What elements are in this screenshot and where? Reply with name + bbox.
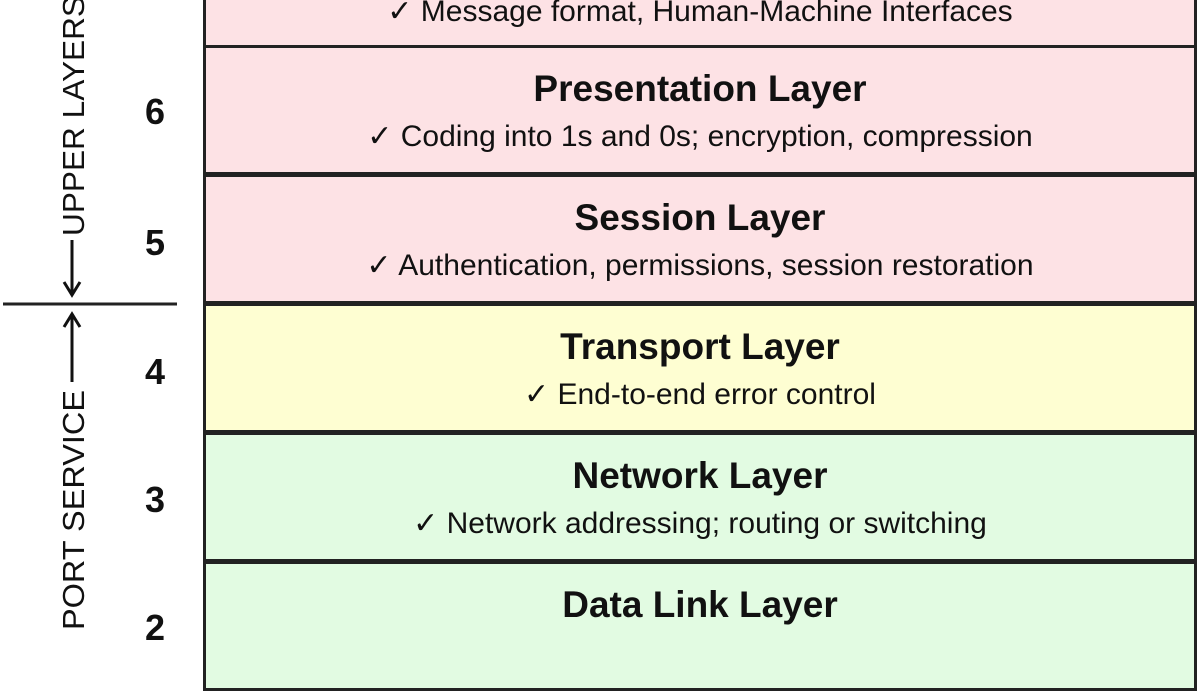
data-link-layer-title: Data Link Layer bbox=[562, 584, 838, 625]
presentation-layer-title: Presentation Layer bbox=[533, 68, 867, 109]
transport-service-label: PORT SERVICE bbox=[56, 390, 91, 630]
network-layer-row: Network Layer ✓ Network addressing; rout… bbox=[203, 432, 1197, 562]
layer-number-4: 4 bbox=[144, 351, 166, 392]
arrow-down-icon bbox=[62, 281, 82, 298]
network-layer-title: Network Layer bbox=[572, 455, 828, 496]
application-layer-description: ✓ Message format, Human-Machine Interfac… bbox=[387, 0, 1013, 28]
application-layer-row: ✓ Message format, Human-Machine Interfac… bbox=[203, 0, 1197, 48]
transport-layer-title: Transport Layer bbox=[560, 326, 840, 367]
osi-layer-stack: ✓ Message format, Human-Machine Interfac… bbox=[203, 0, 1197, 691]
transport-layer-description: ✓ End-to-end error control bbox=[524, 378, 876, 411]
upper-layers-label: UPPER LAYERS bbox=[56, 0, 91, 236]
layer-number-2: 2 bbox=[144, 607, 166, 648]
layer-number-5: 5 bbox=[144, 222, 166, 263]
arrow-up-icon bbox=[62, 311, 82, 328]
presentation-layer-row: Presentation Layer ✓ Coding into 1s and … bbox=[203, 45, 1197, 175]
side-labels: UPPER LAYERS PORT SERVICE bbox=[3, 0, 177, 630]
layer-number-6: 6 bbox=[144, 91, 166, 132]
session-layer-row: Session Layer ✓ Authentication, permissi… bbox=[203, 174, 1197, 304]
presentation-layer-description: ✓ Coding into 1s and 0s; encryption, com… bbox=[367, 120, 1033, 153]
network-layer-description: ✓ Network addressing; routing or switchi… bbox=[413, 507, 987, 540]
transport-layer-row: Transport Layer ✓ End-to-end error contr… bbox=[203, 303, 1197, 433]
layer-number-3: 3 bbox=[144, 479, 166, 520]
session-layer-description: ✓ Authentication, permissions, session r… bbox=[366, 249, 1034, 282]
session-layer-title: Session Layer bbox=[574, 197, 826, 238]
data-link-layer-row: Data Link Layer bbox=[203, 561, 1197, 691]
